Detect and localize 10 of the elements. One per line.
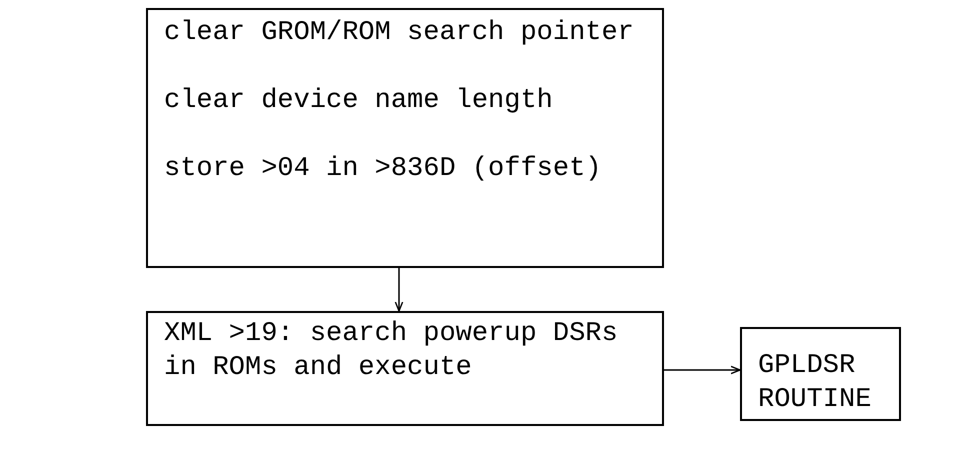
arrow	[394, 268, 404, 312]
box-text: clear device name length	[164, 85, 554, 118]
process-box	[146, 311, 664, 426]
box-text: XML >19: search powerup DSRs in ROMs and execute	[164, 318, 619, 385]
box-text: store >04 in >836D (offset)	[164, 153, 602, 186]
process-box	[740, 327, 901, 421]
process-box	[146, 8, 664, 268]
arrow	[664, 366, 741, 374]
box-text: clear GROM/ROM search pointer	[164, 17, 635, 50]
box-text: GPLDSR ROUTINE	[758, 350, 872, 417]
